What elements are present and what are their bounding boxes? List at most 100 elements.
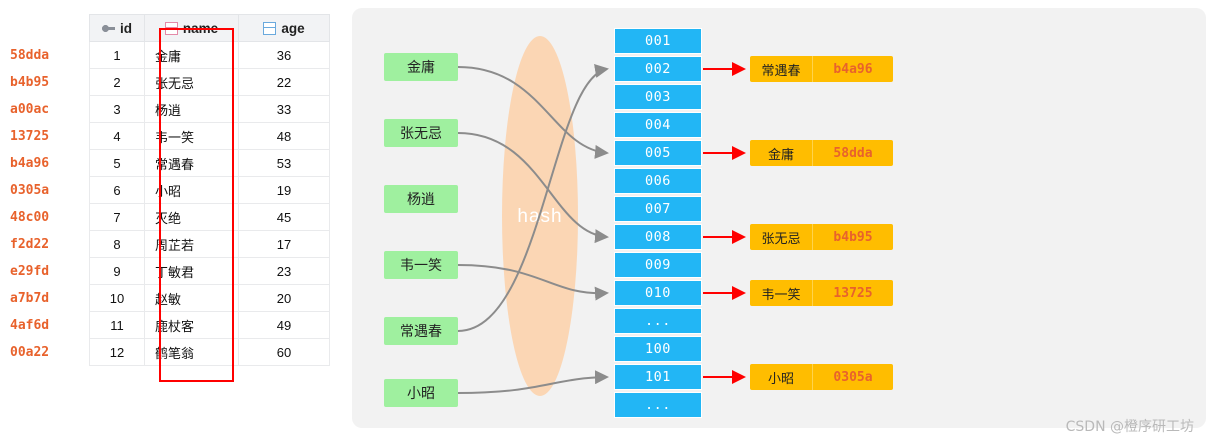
hash-slot[interactable]: 005	[614, 140, 702, 166]
cell-hash: 58dda	[10, 47, 50, 63]
cell-name: 鹤笔翁	[144, 338, 239, 366]
cell-hash: b4a96	[10, 155, 50, 171]
cell-age: 33	[238, 95, 330, 123]
cell-name: 周芷若	[144, 230, 239, 258]
cell-age: 53	[238, 149, 330, 177]
cell-id: 11	[89, 311, 145, 339]
hash-slot[interactable]: ...	[614, 308, 702, 334]
hash-slot[interactable]: ...	[614, 392, 702, 418]
cell-name: 鹿杖客	[144, 311, 239, 339]
cell-age: 36	[238, 41, 330, 69]
cell-id: 10	[89, 284, 145, 312]
cell-name: 常遇春	[144, 149, 239, 177]
cell-age: 17	[238, 230, 330, 258]
cell-name: 杨逍	[144, 95, 239, 123]
cell-hash: 0305a	[10, 182, 50, 198]
column-header-id-label: id	[120, 20, 132, 36]
column-header-id[interactable]: id	[89, 14, 145, 42]
key-node[interactable]: 杨逍	[384, 185, 458, 213]
hash-slot[interactable]: 009	[614, 252, 702, 278]
cell-age: 60	[238, 338, 330, 366]
cell-hash: 4af6d	[10, 317, 50, 333]
cell-hash: f2d22	[10, 236, 50, 252]
cell-id: 1	[89, 41, 145, 69]
cell-hash: 13725	[10, 128, 50, 144]
column-header-age-label: age	[281, 20, 305, 36]
watermark: CSDN @橙序研工坊	[1065, 419, 1194, 435]
hash-slot[interactable]: 010	[614, 280, 702, 306]
entry-hash: 0305a	[812, 364, 893, 390]
key-node[interactable]: 金庸	[384, 53, 458, 81]
cell-hash: a7b7d	[10, 290, 50, 306]
cell-age: 48	[238, 122, 330, 150]
cell-age: 20	[238, 284, 330, 312]
hash-slot[interactable]: 101	[614, 364, 702, 390]
column-header-name[interactable]: name	[144, 14, 239, 42]
hash-slot[interactable]: 001	[614, 28, 702, 54]
entry-name: 韦一笑	[750, 280, 812, 306]
hash-slot[interactable]: 003	[614, 84, 702, 110]
cell-id: 5	[89, 149, 145, 177]
key-node[interactable]: 韦一笑	[384, 251, 458, 279]
entry-hash: 58dda	[812, 140, 893, 166]
entry-name: 张无忌	[750, 224, 812, 250]
cell-id: 2	[89, 68, 145, 96]
cell-age: 45	[238, 203, 330, 231]
key-icon	[102, 21, 115, 35]
table-header-row: id name age	[0, 14, 330, 42]
hash-function-label: hash	[517, 206, 563, 227]
entry-name: 常遇春	[750, 56, 812, 82]
hash-slot[interactable]: 007	[614, 196, 702, 222]
cell-id: 4	[89, 122, 145, 150]
cell-age: 23	[238, 257, 330, 285]
hash-slot[interactable]: 100	[614, 336, 702, 362]
key-node[interactable]: 张无忌	[384, 119, 458, 147]
cell-name: 灭绝	[144, 203, 239, 231]
cell-name: 金庸	[144, 41, 239, 69]
hash-slot[interactable]: 004	[614, 112, 702, 138]
cell-age: 19	[238, 176, 330, 204]
cell-id: 7	[89, 203, 145, 231]
key-node[interactable]: 小昭	[384, 379, 458, 407]
column-header-age[interactable]: age	[238, 14, 330, 42]
hash-slot[interactable]: 002	[614, 56, 702, 82]
grid-blue-icon	[263, 21, 277, 35]
cell-age: 49	[238, 311, 330, 339]
entry-hash: 13725	[812, 280, 893, 306]
cell-hash: e29fd	[10, 263, 50, 279]
hash-slot[interactable]: 006	[614, 168, 702, 194]
hash-slot[interactable]: 008	[614, 224, 702, 250]
cell-id: 6	[89, 176, 145, 204]
cell-name: 张无忌	[144, 68, 239, 96]
column-header-name-label: name	[182, 20, 219, 36]
entry-hash: b4b95	[812, 224, 893, 250]
cell-name: 丁敏君	[144, 257, 239, 285]
key-node[interactable]: 常遇春	[384, 317, 458, 345]
cell-id: 3	[89, 95, 145, 123]
cell-name: 韦一笑	[144, 122, 239, 150]
column-header-hash	[0, 15, 90, 42]
cell-hash: 00a22	[10, 344, 50, 360]
cell-age: 22	[238, 68, 330, 96]
cell-id: 12	[89, 338, 145, 366]
cell-id: 8	[89, 230, 145, 258]
